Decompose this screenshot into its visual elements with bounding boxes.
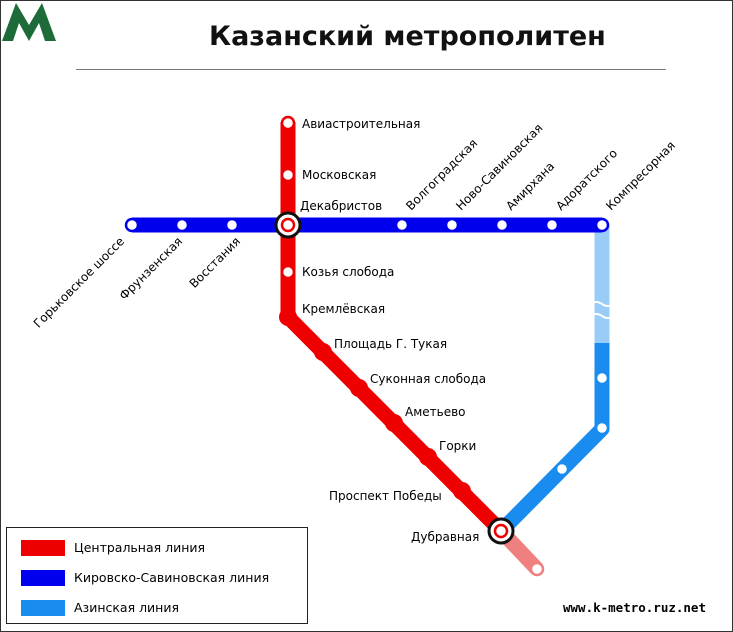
station-marker-kozya-sloboda[interactable] xyxy=(280,264,296,280)
station-label: Аметьево xyxy=(405,405,466,419)
station-marker-kremlevskaya[interactable] xyxy=(279,308,297,326)
station-label: Кремлёвская xyxy=(302,302,385,316)
station-marker-kompresornaya[interactable] xyxy=(594,217,610,233)
station-marker-ploshchad-tukaya[interactable] xyxy=(314,343,332,361)
station-label: Козья слобода xyxy=(302,265,394,279)
station-marker-gorki[interactable] xyxy=(419,448,437,466)
transfer-inner-dekabristov xyxy=(280,217,296,233)
station-marker-azinskaya-3[interactable] xyxy=(554,461,570,477)
station-marker-gorkovskoe-shosse[interactable] xyxy=(124,217,140,233)
station-marker-adoratskogo[interactable] xyxy=(544,217,560,233)
site-url-link[interactable]: www.k-metro.ruz.net xyxy=(563,600,706,615)
legend-swatch-central xyxy=(21,540,65,556)
station-marker-sukonnaya-sloboda[interactable] xyxy=(350,379,368,397)
station-marker-azinskaya-2[interactable] xyxy=(594,420,610,436)
transfer-inner-dubravnaya xyxy=(493,523,509,539)
legend-swatch-azinskaya xyxy=(21,600,65,616)
central-track xyxy=(280,122,507,537)
station-label: Восстания xyxy=(187,234,244,291)
station-label: Суконная слобода xyxy=(370,372,486,386)
station-label: Фрунзенская xyxy=(117,234,186,303)
azinskaya-break-mark xyxy=(590,301,614,319)
station-marker-volgogradskaya[interactable] xyxy=(394,217,410,233)
station-label: Московская xyxy=(302,168,376,182)
legend: Центральная линия Кировско-Савиновская л… xyxy=(6,527,308,624)
station-label: Ново-Савиновская xyxy=(453,121,545,213)
title-divider xyxy=(76,69,666,70)
station-marker-azinskaya-1[interactable] xyxy=(594,370,610,386)
station-label: Горки xyxy=(439,439,476,453)
metro-logo xyxy=(2,3,56,41)
station-label: Горьковское шоссе xyxy=(31,234,127,330)
legend-label-central: Центральная линия xyxy=(74,540,206,555)
legend-label-kirovsko: Кировско-Савиновская линия xyxy=(74,570,270,585)
station-marker-novo-savinovskaya[interactable] xyxy=(444,217,460,233)
station-marker-vosstaniya[interactable] xyxy=(224,217,240,233)
legend-label-azinskaya: Азинская линия xyxy=(74,600,179,615)
station-marker-ametyevo[interactable] xyxy=(385,414,403,432)
station-label: Проспект Победы xyxy=(329,489,442,503)
station-label: Площадь Г. Тукая xyxy=(334,337,447,351)
station-marker-prospekt-pobedy[interactable] xyxy=(453,482,471,500)
station-marker-frunzenskaya[interactable] xyxy=(174,217,190,233)
station-label: Компресорная xyxy=(603,138,678,213)
station-marker-aviastroitelnaya[interactable] xyxy=(280,115,296,131)
station-label: Амирхана xyxy=(503,159,557,213)
station-label: Авиастроительная xyxy=(302,117,420,131)
station-marker-amirkhana[interactable] xyxy=(494,217,510,233)
station-label: Дубравная xyxy=(411,530,479,544)
map-title: Казанский метрополитен xyxy=(209,21,606,52)
legend-swatch-kirovsko xyxy=(21,570,65,586)
station-marker-planned-end[interactable] xyxy=(529,561,545,577)
azinskaya-track xyxy=(495,343,610,537)
station-label: Декабристов xyxy=(300,199,382,213)
station-marker-moskovskaya[interactable] xyxy=(280,167,296,183)
